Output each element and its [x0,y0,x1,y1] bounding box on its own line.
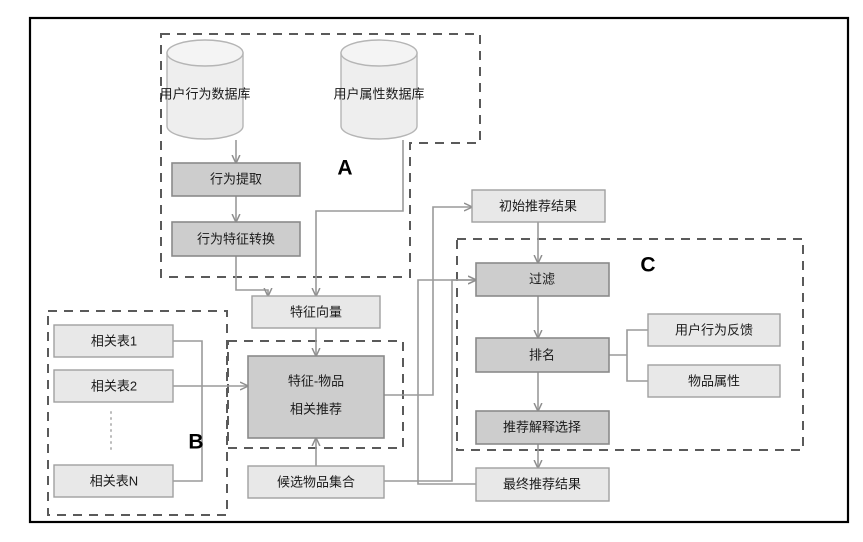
group-label-c: C [640,254,655,277]
group-box-b [47,310,228,516]
node-initial-recommend-result[interactable]: 初始推荐结果 [471,189,606,223]
connector-transform-to-featurevector [235,256,268,296]
group-box-c [456,238,804,451]
node-user-behavior-feedback[interactable]: 用户行为反馈 [647,313,781,347]
connector-itemattr-bus [626,355,648,382]
connector-attributedb-to-featurevector [316,140,404,296]
node-ranking[interactable]: 排名 [475,337,610,373]
node-candidate-item-set[interactable]: 候选物品集合 [247,465,385,499]
connector-tablen-bus [173,386,203,482]
node-user-behavior-db[interactable]: 用户行为数据库 [159,39,251,140]
node-feature-item-recommend[interactable]: 特征-物品 相关推荐 [247,355,385,439]
connector-table1-bus [173,340,203,386]
group-box-center [227,340,404,449]
group-label-a: A [337,157,352,180]
node-behavior-feature-transform[interactable]: 行为特征转换 [171,221,301,257]
connector-recommend-to-initialresult [384,207,472,396]
group-box-a [160,33,481,278]
node-related-table-1[interactable]: 相关表1 [53,324,174,358]
node-feature-vector[interactable]: 特征向量 [251,295,381,329]
node-item-attribute[interactable]: 物品属性 [647,364,781,398]
node-related-table-n[interactable]: 相关表N [53,464,174,498]
connector-finalresult-feedback-to-filter [417,280,488,485]
node-recommend-explain-select[interactable]: 推荐解释选择 [475,410,610,445]
node-final-recommend-result[interactable]: 最终推荐结果 [475,467,610,502]
node-behavior-extraction[interactable]: 行为提取 [171,162,301,197]
node-user-attribute-db[interactable]: 用户属性数据库 [333,39,425,140]
connector-feedback-bus [626,329,648,355]
node-related-table-2[interactable]: 相关表2 [53,369,174,403]
node-filter[interactable]: 过滤 [475,262,610,297]
outer-frame [28,16,850,524]
